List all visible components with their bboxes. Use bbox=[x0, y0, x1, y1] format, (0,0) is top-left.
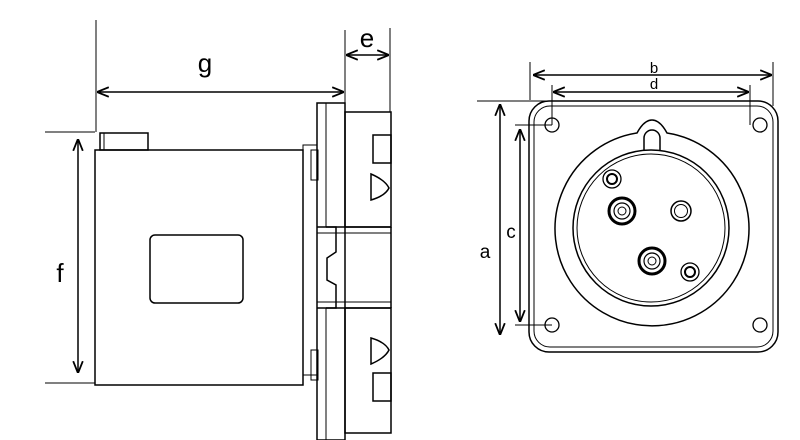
front-dimensions bbox=[477, 62, 774, 334]
pin-large bbox=[637, 246, 667, 276]
latch-profile bbox=[326, 226, 337, 309]
side-view bbox=[94, 102, 392, 440]
dimension-label-c: c bbox=[506, 222, 516, 243]
upper-lid bbox=[344, 111, 392, 228]
mounting-hole bbox=[752, 317, 768, 333]
socket-body bbox=[94, 149, 304, 386]
front-view bbox=[528, 100, 779, 353]
top-tab bbox=[99, 132, 149, 151]
mounting-hole bbox=[752, 117, 768, 133]
mounting-flange bbox=[316, 102, 346, 440]
lower-lid bbox=[344, 307, 392, 434]
pin-small bbox=[602, 169, 622, 189]
pin-large bbox=[607, 196, 637, 226]
dimension-label-b: b bbox=[650, 60, 658, 77]
earth-pin bbox=[670, 200, 692, 222]
dimension-label-g: g bbox=[198, 48, 212, 78]
dimension-label-e: e bbox=[360, 23, 374, 53]
socket-face bbox=[572, 149, 730, 307]
side-dimensions bbox=[45, 20, 391, 384]
label-window bbox=[149, 234, 244, 304]
dimension-label-f: f bbox=[56, 258, 64, 288]
dimension-label-d: d bbox=[650, 76, 658, 93]
keyway bbox=[643, 129, 661, 150]
socket-rim bbox=[554, 119, 750, 327]
mounting-plate bbox=[528, 100, 779, 353]
dimension-label-a: a bbox=[480, 242, 491, 263]
pin-small bbox=[680, 262, 700, 282]
